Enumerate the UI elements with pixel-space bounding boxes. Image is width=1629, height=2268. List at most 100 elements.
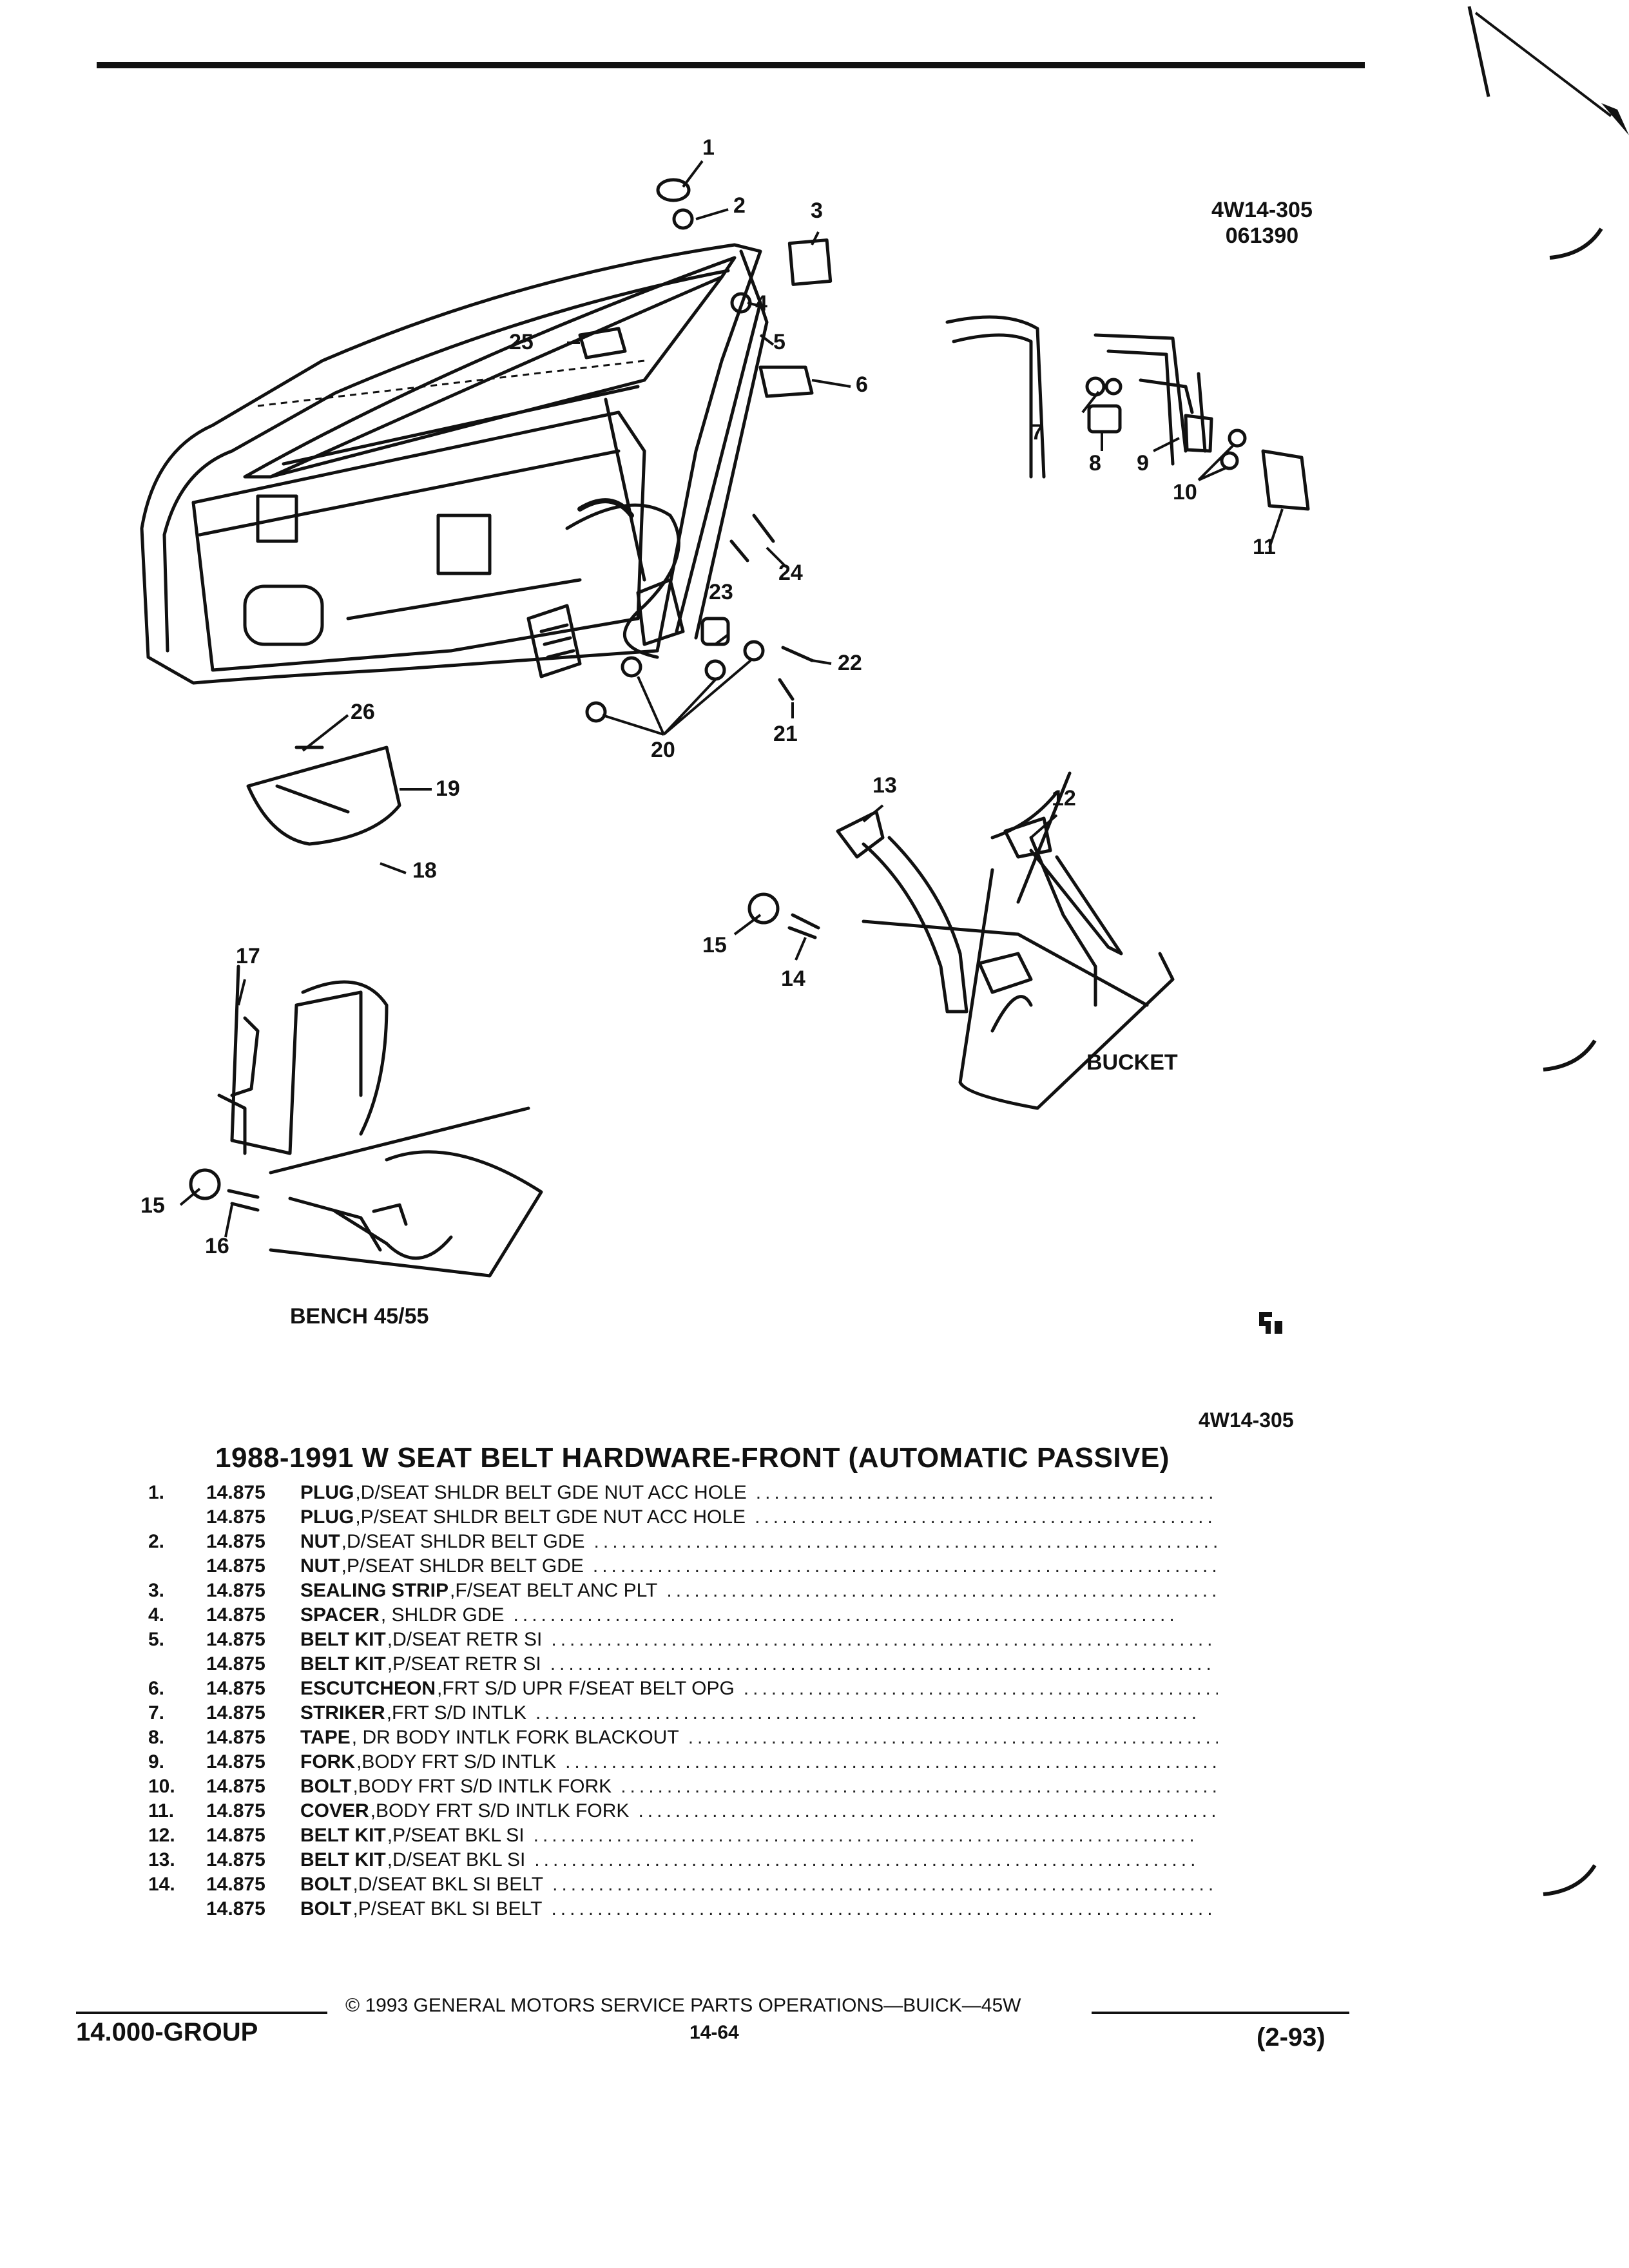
leader-dots: ........................................… [533, 1825, 1199, 1846]
part-name: BELT KIT [300, 1629, 386, 1650]
trim-cover [246, 745, 401, 846]
item-number: 8. [148, 1727, 165, 1748]
item-number: 2. [148, 1531, 165, 1552]
part-description: ,BODY FRT S/D INTLK [356, 1751, 557, 1773]
group-number: 14.875 [206, 1727, 265, 1748]
margin-mark-icon [1543, 1864, 1597, 1896]
part-description: ,D/SEAT BKL SI [387, 1849, 526, 1870]
door-shell [140, 243, 762, 685]
part-description: ,P/SEAT RETR SI [387, 1653, 541, 1675]
part-name: NUT [300, 1531, 340, 1552]
item-number: 10. [148, 1776, 175, 1797]
item-number: 3. [148, 1580, 165, 1601]
part-description: , DR BODY INTLK FORK BLACKOUT [351, 1727, 679, 1748]
bench-seat [230, 965, 363, 1155]
callout-6: 6 [856, 372, 868, 397]
part-name: NUT [300, 1555, 340, 1577]
leader-dots: ........................................… [592, 1555, 1218, 1577]
callout-15-bucket: 15 [702, 933, 727, 957]
part-description: ,BODY FRT S/D INTLK FORK [352, 1776, 612, 1797]
group-number: 14.875 [206, 1874, 265, 1895]
leader-dots: ........................................… [552, 1874, 1218, 1895]
callout-5: 5 [773, 330, 786, 354]
part-description: ,D/SEAT BKL SI BELT [352, 1874, 544, 1895]
leader-dots: ........................................… [535, 1702, 1201, 1724]
part-name: COVER [300, 1800, 369, 1821]
section-title: 1988-1991 W SEAT BELT HARDWARE-FRONT (AU… [215, 1442, 1170, 1474]
buckle-12 [1003, 816, 1052, 859]
group-number: 14.875 [206, 1653, 265, 1675]
leader-dots: ........................................… [551, 1629, 1217, 1650]
callout-22: 22 [838, 651, 862, 675]
group-number: 14.875 [206, 1555, 265, 1577]
part-description: ,D/SEAT SHLDR BELT GDE [341, 1531, 585, 1552]
part-name: BOLT [300, 1776, 352, 1797]
group-number: 14.875 [206, 1531, 265, 1552]
item-number: 1. [148, 1482, 165, 1503]
leader-dots: ........................................… [688, 1727, 1218, 1748]
callout-26: 26 [351, 700, 375, 724]
bucket-view-label: BUCKET [1086, 1050, 1178, 1075]
group-number: 14.875 [206, 1604, 265, 1626]
group-number: 14.875 [206, 1678, 265, 1699]
leader-dots: ........................................… [743, 1678, 1218, 1699]
leader-dots: ........................................… [638, 1800, 1218, 1821]
leader-dots: ........................................… [550, 1653, 1215, 1675]
part-name: SPACER [300, 1604, 380, 1626]
callout-23: 23 [709, 580, 733, 604]
leader-dots: ........................................… [565, 1751, 1218, 1773]
part-description: ,D/SEAT SHLDR BELT GDE NUT ACC HOLE [355, 1482, 747, 1503]
part-name: PLUG [300, 1506, 354, 1528]
part-description: ,D/SEAT RETR SI [387, 1629, 543, 1650]
group-number: 14.875 [206, 1825, 265, 1846]
margin-mark-icon [1549, 227, 1603, 260]
revision-date: (2-93) [1257, 2023, 1325, 2052]
callout-13: 13 [872, 773, 897, 798]
gm-logo-icon [1259, 1312, 1282, 1334]
group-number: 14.875 [206, 1482, 265, 1503]
part-description: ,P/SEAT SHLDR BELT GDE [341, 1555, 584, 1577]
part-description: ,P/SEAT BKL SI BELT [352, 1898, 543, 1919]
callout-17: 17 [236, 944, 260, 968]
callout-2: 2 [733, 193, 746, 218]
callout-16: 16 [205, 1234, 229, 1258]
group-number: 14.875 [206, 1849, 265, 1870]
group-number: 14.875 [206, 1702, 265, 1724]
item-number: 12. [148, 1825, 175, 1846]
callout-15-bench: 15 [140, 1193, 165, 1218]
door-buckle [526, 604, 582, 678]
item-number: 9. [148, 1751, 165, 1773]
callout-3: 3 [811, 198, 823, 223]
exploded-parts-diagram [140, 160, 1310, 1278]
bench-view-label: BENCH 45/55 [290, 1304, 429, 1329]
leader-dots: ........................................… [755, 1482, 1218, 1503]
item-number: 13. [148, 1849, 175, 1870]
callout-24: 24 [778, 561, 803, 585]
part-name: BOLT [300, 1874, 352, 1895]
part-name: SEALING STRIP [300, 1580, 449, 1601]
callout-1: 1 [702, 135, 715, 160]
footer-group: 14.000-GROUP [76, 2018, 258, 2046]
leader-dots: ........................................… [513, 1604, 1179, 1626]
callout-12: 12 [1052, 786, 1076, 811]
group-number: 14.875 [206, 1751, 265, 1773]
callout-14: 14 [781, 966, 805, 991]
part-description: ,P/SEAT BKL SI [387, 1825, 525, 1846]
group-number: 14.875 [206, 1580, 265, 1601]
footer-rule-right [1092, 2012, 1349, 2014]
leader-dots: ........................................… [666, 1580, 1218, 1601]
item-number: 4. [148, 1604, 165, 1626]
